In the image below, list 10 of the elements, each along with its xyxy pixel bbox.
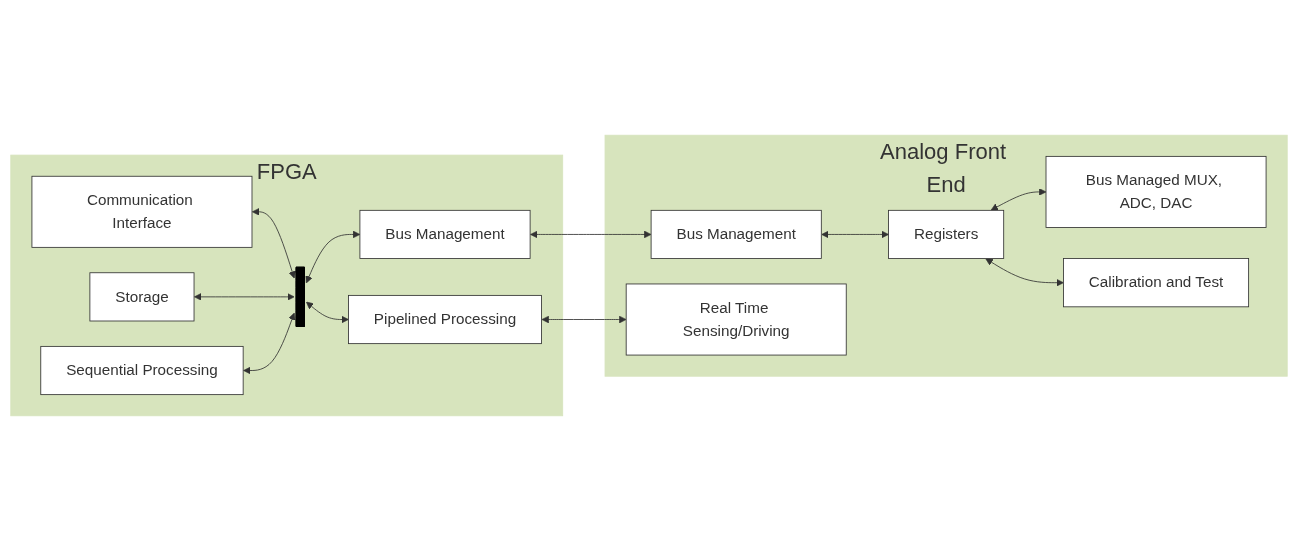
node-box: Bus Management (650, 209, 822, 259)
node-box: Real Time Sensing/Driving (625, 283, 847, 355)
node-box: Sequential Processing (39, 345, 244, 395)
node-box: Bus Managed MUX, ADC, DAC (1045, 155, 1266, 228)
node-box: Bus Management (359, 209, 531, 259)
node-box: Pipelined Processing (347, 294, 542, 344)
node-box: Storage (88, 271, 194, 321)
node-box: Calibration and Test (1062, 257, 1249, 307)
node-box: Registers (887, 209, 1004, 259)
node-box: Communication Interface (31, 175, 252, 248)
